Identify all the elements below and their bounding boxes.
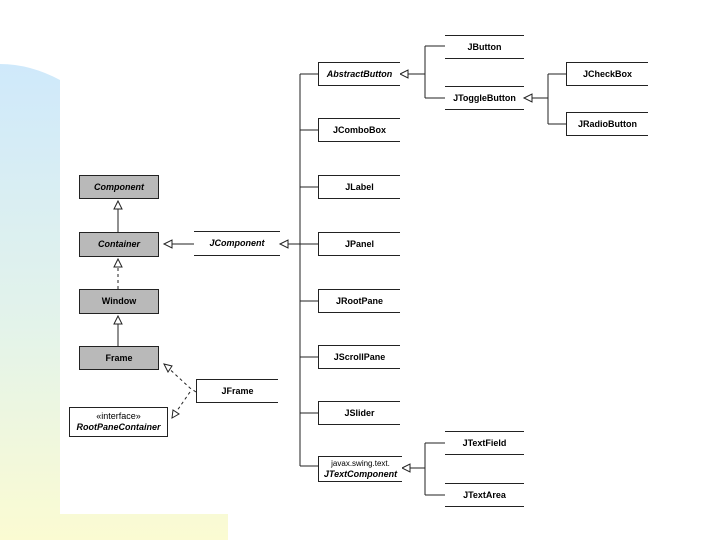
class-jtoggle-button: JToggleButton (445, 86, 524, 110)
class-window-label: Window (101, 296, 137, 306)
class-component: Component (79, 175, 159, 199)
class-jtoggle-button-label: JToggleButton (453, 92, 516, 103)
class-jpanel-label: JPanel (344, 238, 375, 249)
class-jcheckbox-label: JCheckBox (582, 68, 633, 79)
class-jbutton-label: JButton (467, 41, 502, 52)
class-jlabel-label: JLabel (345, 181, 374, 192)
class-component-label: Component (94, 181, 144, 192)
class-jslider: JSlider (318, 401, 400, 425)
class-jtext-field-label: JTextField (462, 437, 507, 448)
class-window: Window (79, 289, 159, 314)
interface-stereotype-label: «interface» (96, 411, 141, 421)
class-frame: Frame (79, 346, 159, 370)
class-jcheckbox: JCheckBox (566, 62, 648, 86)
class-jframe-label: JFrame (221, 385, 254, 396)
class-jradio-button: JRadioButton (566, 112, 648, 136)
class-jscrollpane: JScrollPane (318, 345, 400, 369)
class-jrootpane: JRootPane (318, 289, 400, 313)
class-jbutton: JButton (445, 35, 524, 59)
package-prefix-label: javax.swing.text. (331, 459, 390, 468)
class-jcombobox-label: JComboBox (332, 124, 386, 135)
class-jscrollpane-label: JScrollPane (333, 351, 386, 362)
class-jcomponent: JComponent (194, 231, 280, 256)
class-jtext-area-label: JTextArea (463, 489, 506, 500)
class-abstract-button: AbstractButton (318, 62, 400, 86)
interface-root-pane-container: «interface» RootPaneContainer (69, 407, 168, 437)
class-jtext-field: JTextField (445, 431, 524, 455)
class-abstract-button-label: AbstractButton (326, 68, 393, 79)
class-jpanel: JPanel (318, 232, 400, 256)
class-jradio-button-label: JRadioButton (578, 118, 637, 129)
class-container-label: Container (97, 239, 140, 249)
class-jtext-area: JTextArea (445, 483, 524, 507)
class-jlabel: JLabel (318, 175, 400, 199)
interface-root-pane-container-label: RootPaneContainer (76, 422, 161, 432)
class-frame-label: Frame (105, 352, 133, 363)
class-jcombobox: JComboBox (318, 118, 400, 142)
class-jslider-label: JSlider (344, 407, 375, 418)
class-jtext-component: javax.swing.text. JTextComponent (318, 456, 402, 482)
class-jrootpane-label: JRootPane (335, 295, 383, 306)
class-jframe: JFrame (196, 379, 278, 403)
class-jcomponent-label: JComponent (209, 238, 265, 248)
class-container: Container (79, 232, 159, 257)
class-jtext-component-label: JTextComponent (323, 469, 398, 479)
